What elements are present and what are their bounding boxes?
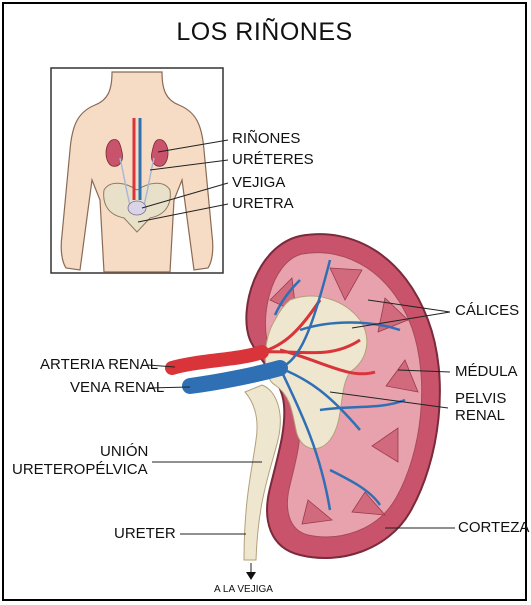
label-kidneys: RIÑONES xyxy=(232,131,300,147)
label-renal-pelvis-1: PELVIS xyxy=(455,391,506,407)
label-renal-pelvis-2: RENAL xyxy=(455,408,505,424)
label-cortex: CORTEZA xyxy=(458,520,529,536)
label-renal-artery: ARTERIA RENAL xyxy=(40,357,158,373)
label-bladder: VEJIGA xyxy=(232,175,285,191)
label-ureters: URÉTERES xyxy=(232,152,314,168)
label-calyces: CÁLICES xyxy=(455,303,519,319)
label-urethra: URETRA xyxy=(232,196,294,212)
label-junction-1: UNIÓN xyxy=(100,444,148,460)
label-junction-2: URETEROPÉLVICA xyxy=(12,462,148,478)
label-to-bladder: A LA VEJIGA xyxy=(214,582,273,598)
inset-kidney-left xyxy=(106,140,123,167)
label-ureter: URETER xyxy=(114,526,176,542)
kidney-cross-section xyxy=(172,234,440,560)
label-medulla: MÉDULA xyxy=(455,364,518,380)
body-inset xyxy=(51,68,223,273)
inset-kidney-right xyxy=(151,140,168,167)
label-renal-vein: VENA RENAL xyxy=(70,380,164,396)
